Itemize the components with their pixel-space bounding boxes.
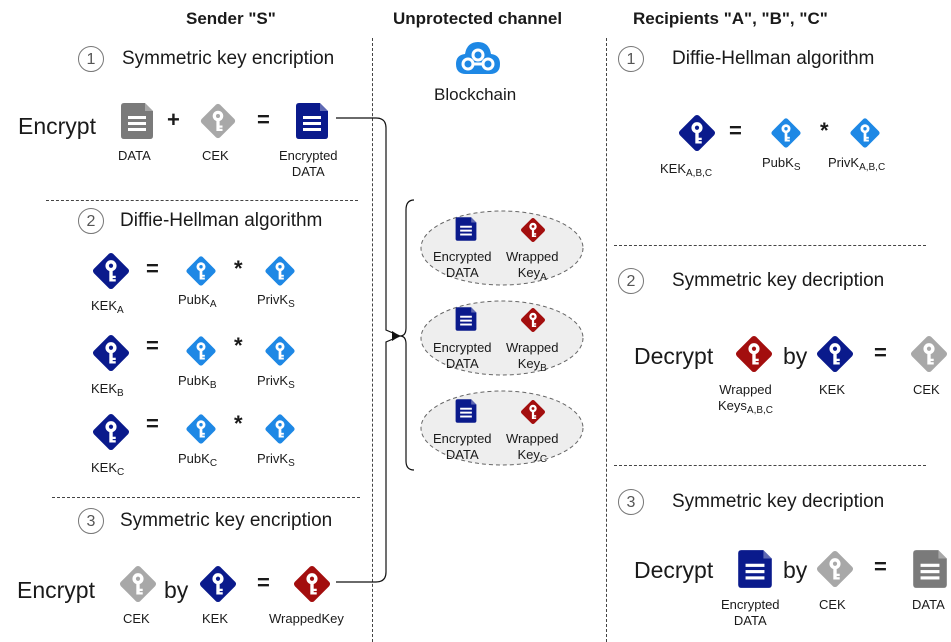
kek-b-label: KEKB [91,381,124,399]
pubk-a-label: PubKA [178,292,217,310]
sender-header: Sender "S" [186,9,276,28]
sender-step-2-title: Diffie-Hellman algorithm [120,210,323,231]
kek-a-equals: = [146,256,159,281]
privk-abc-key-icon [848,116,882,150]
channel-header: Unprotected channel [393,9,563,28]
recipient-step-2-title: Symmetric key decription [672,270,885,291]
packet-b-doc-icon [453,306,479,332]
data-label-2: DATA [912,597,945,612]
privk-s-label-b: PrivKS [257,373,295,391]
kek-abc-equals: = [729,118,742,143]
recipient-decrypt-label: Decrypt [634,343,714,369]
sender-encrypt-label-2: Encrypt [17,577,95,603]
kek-label-2: KEK [819,382,846,397]
recipient-step-3-number: 3 [618,489,644,515]
data-document-icon-2 [909,548,951,590]
wrapped-keys-abc-icon [733,333,775,375]
wrapped-key-label: WrappedKey [269,611,344,626]
privk-s-label-a: PrivKS [257,292,295,310]
channel-recipients-separator [606,38,607,642]
packet-a-key-icon [519,216,547,244]
recipient-divider-2 [614,465,926,466]
kek-abc-key-icon [676,112,718,154]
sender-step-3-number: 3 [78,508,104,534]
sender-channel-separator [372,38,373,642]
kek-c-label: KEKC [91,460,125,478]
cek-label-3: CEK [913,382,940,397]
data-label: DATA [118,148,151,163]
sender-divider-1 [46,200,358,201]
recipient-step-2-number: 2 [618,268,644,294]
kek-abc-multiply: * [820,118,829,143]
cek-key-icon-3 [908,333,950,375]
by-word-3: by [783,557,808,583]
pubk-s-label: PubKS [762,155,801,173]
sender-step-1-title: Symmetric key encription [122,48,335,69]
kek-key-icon-2 [814,333,856,375]
recipient-divider-1 [614,245,926,246]
kek-a-multiply: * [234,256,243,281]
kek-abc-label: KEKA,B,C [660,161,713,179]
cek-label-4: CEK [819,597,846,612]
plus-operator: + [167,107,180,132]
pubk-b-label: PubKB [178,373,217,391]
recipient-decrypt-label-2: Decrypt [634,557,714,583]
equals-operator-2: = [257,570,270,595]
recipient-step-1-number: 1 [618,46,644,72]
sender-step-2-number: 2 [78,208,104,234]
recipient-step-3-title: Symmetric key decription [672,491,885,512]
blockchain-icon [456,42,500,74]
privk-abc-label: PrivKA,B,C [828,155,886,173]
cek-label-2: CEK [123,611,150,626]
sender-step-1-number: 1 [78,46,104,72]
sender-encrypt-label: Encrypt [18,113,96,139]
cek-label: CEK [202,148,229,163]
packet-c-key-icon [519,398,547,426]
blockchain-label: Blockchain [434,85,517,104]
cek-key-icon-4 [814,548,856,590]
packet-c-doc-icon [453,398,479,424]
recipient-step-1-title: Diffie-Hellman algorithm [672,48,875,69]
pubk-s-key-icon [769,116,803,150]
kek-label: KEK [202,611,229,626]
privk-s-label-c: PrivKS [257,451,295,469]
sender-step-3-title: Symmetric key encription [120,510,333,531]
recipients-header: Recipients "A", "B", "C" [633,9,828,28]
encrypted-data-icon-2 [734,548,776,590]
kek-b-equals: = [146,333,159,358]
packet-a-doc-icon [453,216,479,242]
kek-c-multiply: * [234,411,243,436]
equals-operator-4: = [874,554,887,579]
equals-operator: = [257,107,270,132]
sender-divider-2 [52,497,360,498]
kek-b-multiply: * [234,333,243,358]
kek-a-label: KEKA [91,298,124,316]
kek-c-equals: = [146,411,159,436]
packet-b-key-icon [519,306,547,334]
equals-operator-3: = [874,340,887,365]
by-word-2: by [783,343,808,369]
by-word: by [164,577,189,603]
pubk-c-label: PubKC [178,451,218,469]
